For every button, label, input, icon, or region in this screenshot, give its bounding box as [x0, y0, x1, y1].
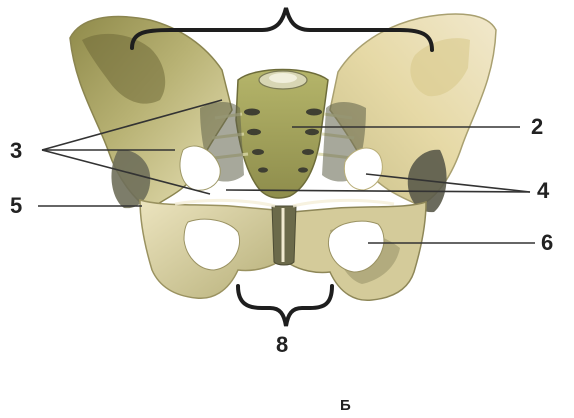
label-8: 8	[276, 334, 288, 356]
label-6: 6	[541, 232, 553, 254]
label-2: 2	[531, 116, 543, 138]
label-4: 4	[537, 180, 549, 202]
bottom-brace	[238, 286, 332, 326]
label-5: 5	[10, 195, 22, 217]
right-inlet-opening	[344, 148, 382, 190]
label-3: 3	[10, 140, 22, 162]
figure-caption: Б	[340, 398, 351, 413]
